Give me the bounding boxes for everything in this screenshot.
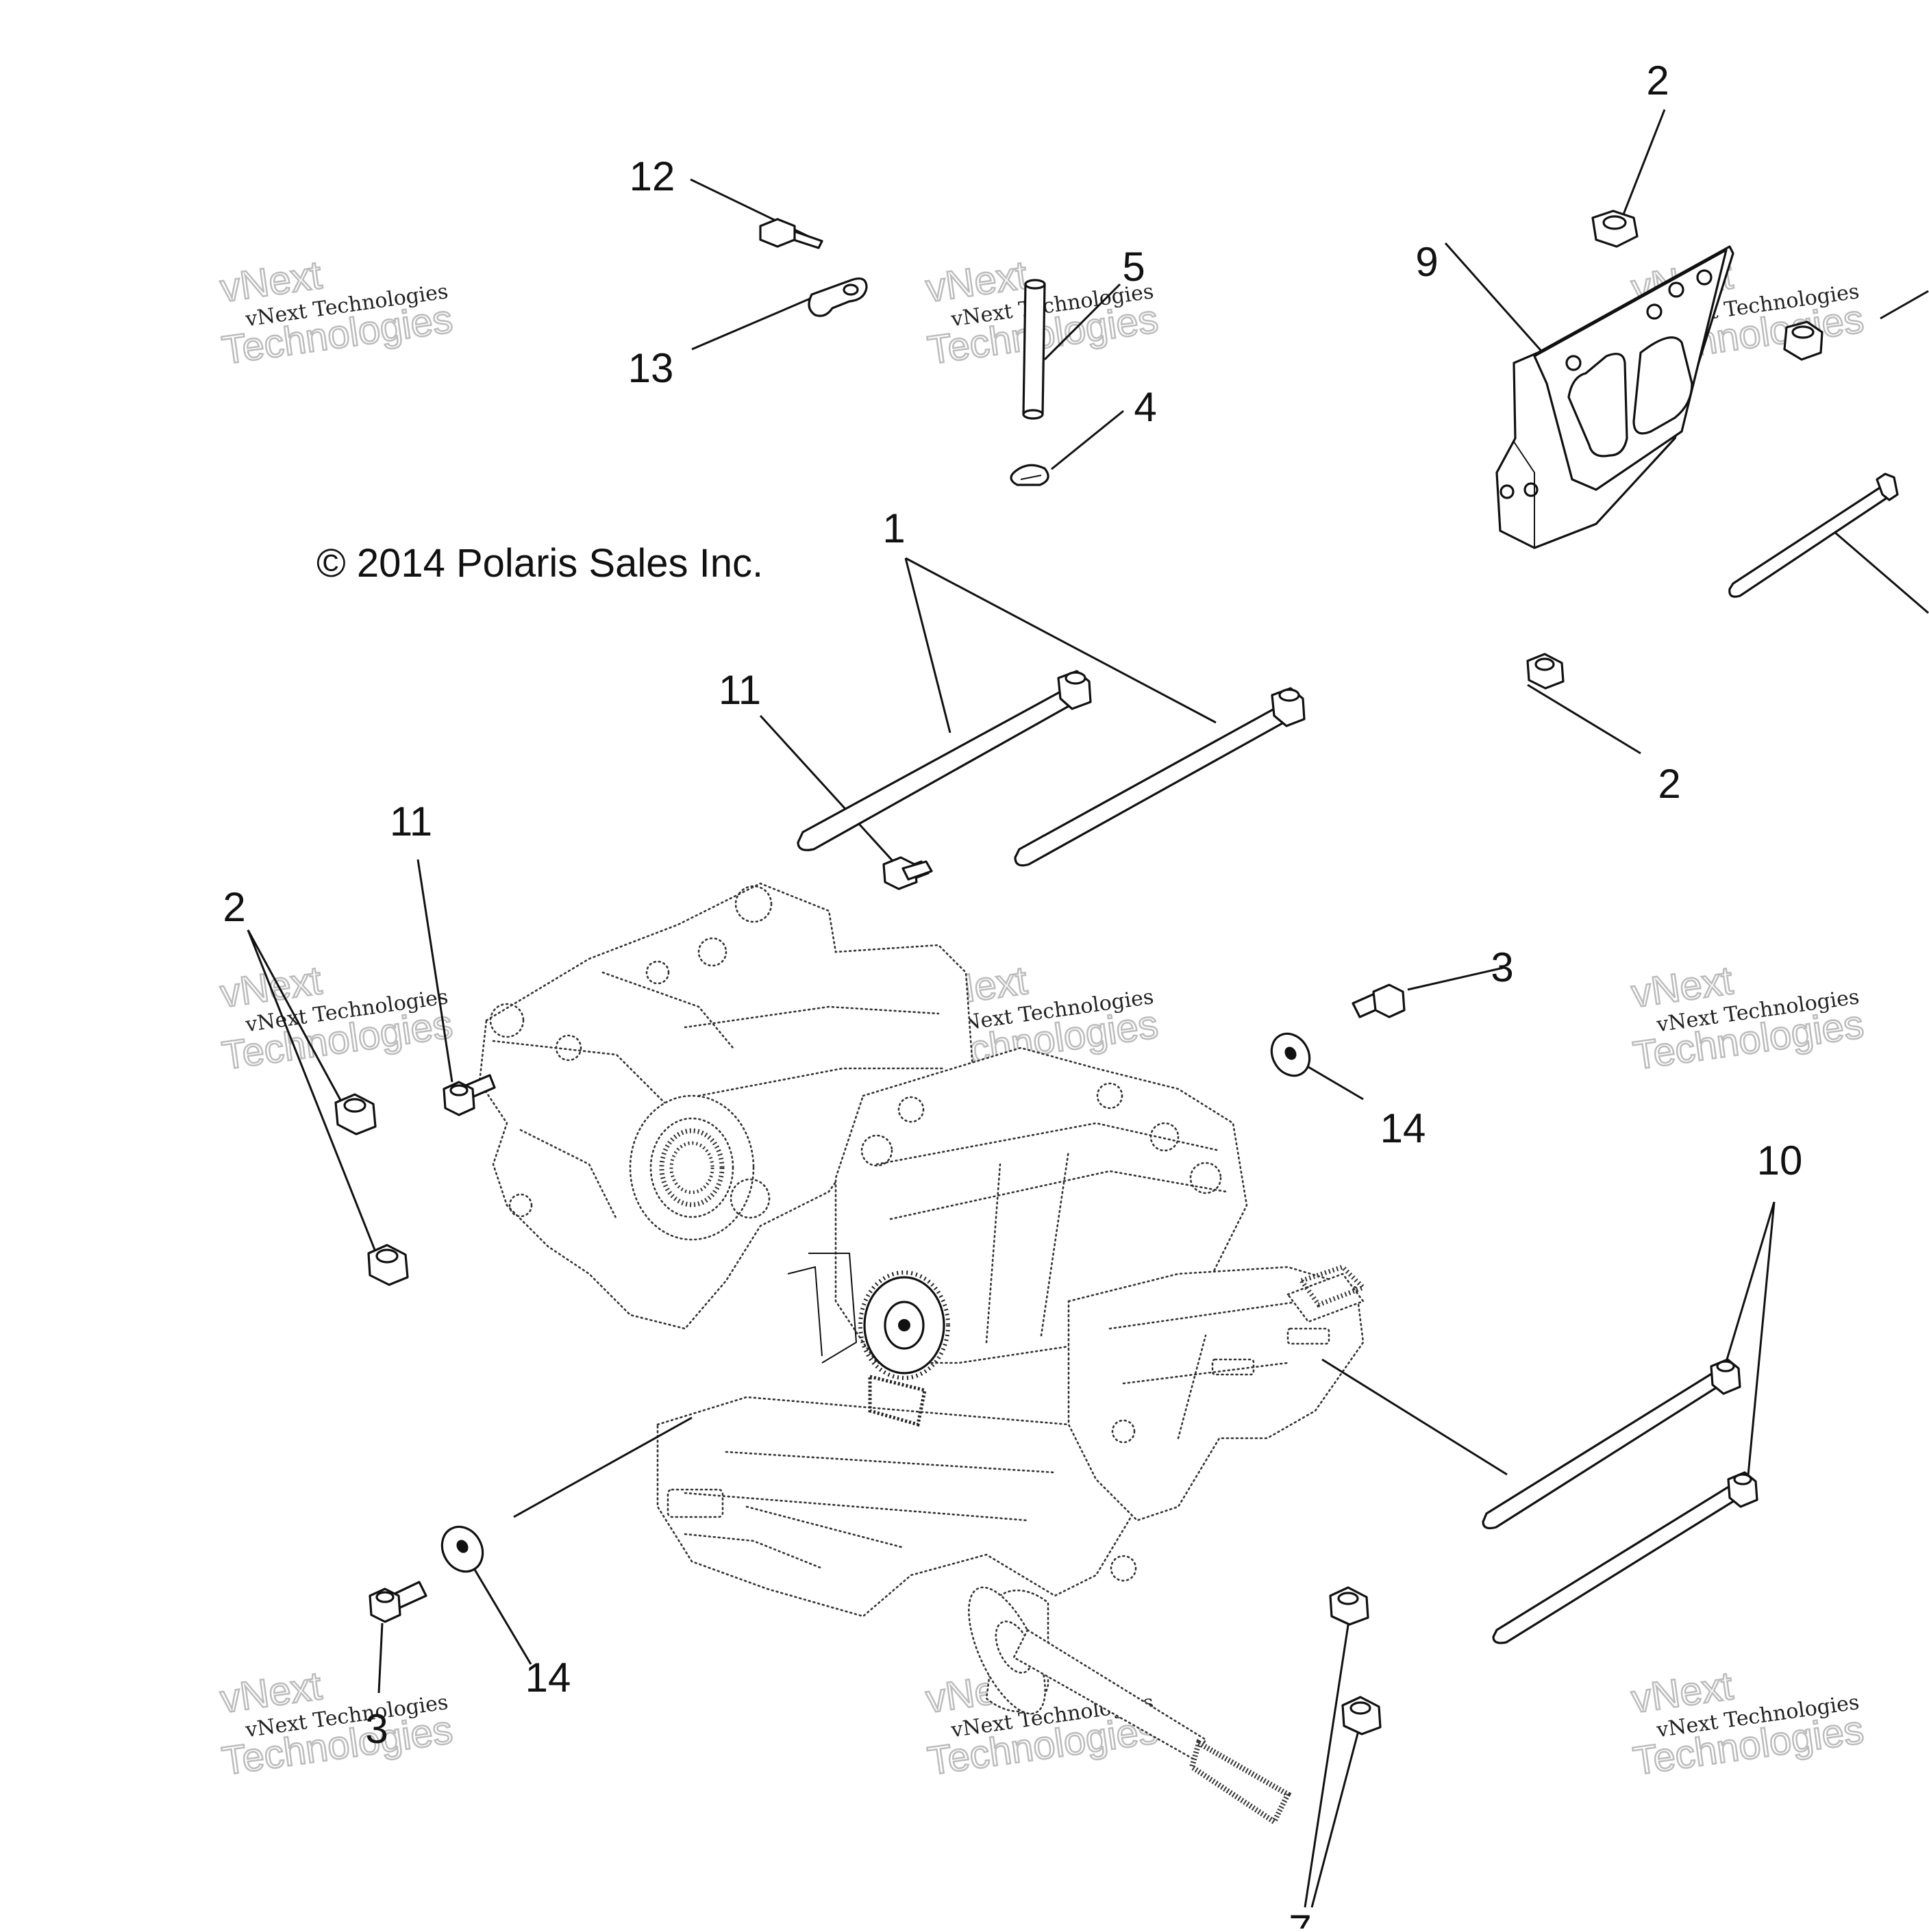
part-10-bolt-a [1482, 1358, 1741, 1529]
callout-9: 9 [1415, 239, 1438, 285]
part-11-bolt-top [882, 856, 933, 890]
watermark-mid-right: vNext vNext Technologies Technologies [1628, 957, 1867, 1079]
part-1-bolt-b [1014, 687, 1306, 867]
part-10-bolt-b [1492, 1471, 1758, 1644]
part-9-bracket [1495, 245, 1734, 549]
leader-lines [247, 109, 1929, 1908]
callout-labels: 2 12 5 9 13 4 1 11 2 11 2 3 14 10 14 3 7 [223, 58, 1803, 1932]
callout-11-left: 11 [390, 799, 432, 844]
part-3-bolt-bottom [369, 1581, 427, 1623]
part-nut-right-edge [1783, 321, 1824, 361]
part-1-bolt-a [797, 670, 1092, 851]
callout-3-bottom: 3 [365, 1706, 388, 1752]
part-11-bolt-left [443, 1074, 496, 1116]
part-14-washer-right [1270, 1032, 1311, 1077]
callout-2-mid: 2 [1658, 761, 1680, 807]
part-bolt-right-edge [1728, 473, 1899, 598]
part-3-bolt-right [1352, 983, 1406, 1018]
part-2-nut-left-a [334, 1093, 377, 1136]
callout-3-right: 3 [1491, 944, 1513, 990]
part-13-clip [808, 277, 868, 317]
callout-2-left: 2 [223, 884, 245, 930]
transmission-case [478, 882, 1368, 1826]
part-7-nut-b [1341, 1696, 1382, 1735]
part-2-nut-left-b [367, 1244, 409, 1286]
part-5-pin [1022, 279, 1046, 420]
callout-12: 12 [630, 153, 675, 199]
watermark-mid-left: vNext vNext Technologies Technologies [216, 957, 456, 1079]
callout-5: 5 [1122, 244, 1145, 290]
copyright-notice: © 2014 Polaris Sales Inc. [316, 541, 763, 586]
callout-10: 10 [1757, 1138, 1803, 1183]
part-2-nut-top [1591, 210, 1639, 248]
watermark-bottom-left: vNext vNext Technologies Technologies [216, 1663, 456, 1785]
callout-11-top: 11 [719, 667, 761, 713]
watermark-bottom-right: vNext vNext Technologies Technologies [1628, 1663, 1867, 1785]
callout-14-bottom: 14 [525, 1655, 571, 1701]
callout-13: 13 [628, 345, 674, 391]
part-2-nut-mid [1526, 653, 1565, 690]
callout-14-right: 14 [1380, 1105, 1426, 1151]
watermark-top-left: vNext vNext Technologies Technologies [216, 252, 456, 374]
callout-4: 4 [1134, 384, 1156, 430]
callout-1: 1 [882, 505, 905, 551]
callout-7: 7 [1289, 1907, 1311, 1929]
callout-2-top: 2 [1646, 58, 1669, 103]
part-12-bolt [759, 218, 823, 249]
part-7-nut-a [1329, 1586, 1369, 1626]
part-14-washer-bottom [440, 1525, 484, 1573]
part-4-clip [1010, 464, 1049, 486]
